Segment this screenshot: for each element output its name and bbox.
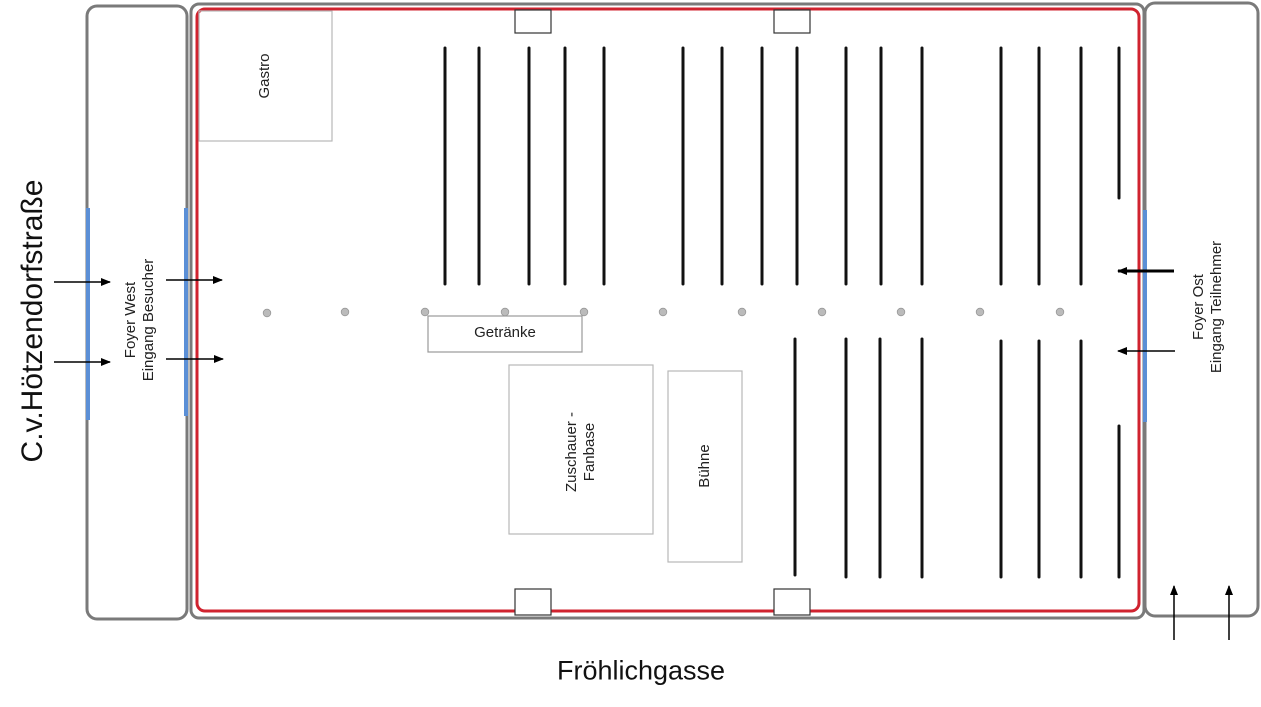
wall-pillar-bottom-2 xyxy=(773,588,811,616)
fanbase-label: Zuschauer - Fanbase xyxy=(563,412,599,492)
column-dot xyxy=(817,307,827,317)
hall-event-area xyxy=(195,7,1141,613)
foyer-east-label: Foyer Ost Eingang Teilnehmer xyxy=(1190,241,1226,373)
table-rows-lower xyxy=(793,337,1121,579)
gastro-label: Gastro xyxy=(256,53,273,99)
stage-label: Bühne xyxy=(696,444,713,488)
foyer-east-subtitle: Eingang Teilnehmer xyxy=(1208,240,1225,374)
foyer-east-title: Foyer Ost xyxy=(1190,274,1207,340)
column-dot xyxy=(500,307,510,317)
column-dot xyxy=(896,307,906,317)
column-dot xyxy=(658,307,668,317)
street-west-label: C.v.Hötzendorfstraße xyxy=(16,179,49,463)
column-dot xyxy=(340,307,350,317)
entry-arrows-west xyxy=(54,276,224,366)
foyer-west-label: Foyer West Eingang Besucher xyxy=(122,259,158,382)
foyer-west-title: Foyer West xyxy=(122,281,139,359)
fanbase-label-line1: Zuschauer - xyxy=(563,411,580,493)
wall-pillar-top-1 xyxy=(514,9,552,34)
fanbase-area xyxy=(508,364,654,535)
stage-area xyxy=(667,370,743,563)
fanbase-label-line2: Fanbase xyxy=(581,422,598,482)
table-rows-upper xyxy=(443,46,1121,286)
column-dots xyxy=(262,307,1065,318)
column-dot xyxy=(1055,307,1065,317)
wall-pillar-top-2 xyxy=(773,9,811,34)
wall-pillar-bottom-1 xyxy=(514,588,552,616)
foyer-west-subtitle: Eingang Besucher xyxy=(140,258,157,382)
column-dot xyxy=(579,307,589,317)
column-dot xyxy=(420,307,430,317)
street-south-label: Fröhlichgasse xyxy=(556,655,726,686)
column-dot xyxy=(975,307,985,317)
getraenke-label: Getränke xyxy=(474,324,536,341)
column-dot xyxy=(737,307,747,317)
gastro-area xyxy=(198,10,333,142)
entry-arrows-east xyxy=(1117,267,1233,640)
column-dot xyxy=(262,308,272,318)
